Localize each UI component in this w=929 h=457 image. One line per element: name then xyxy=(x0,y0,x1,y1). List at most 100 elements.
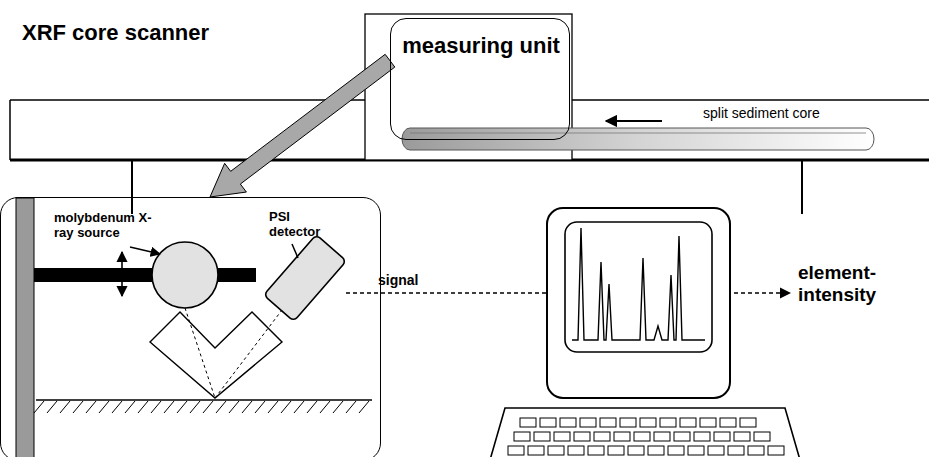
hatch-stroke xyxy=(216,401,226,413)
xray-source-symbol xyxy=(152,242,218,308)
output-arrow xyxy=(734,292,790,294)
key xyxy=(734,432,750,441)
key xyxy=(634,432,650,441)
hatch-stroke xyxy=(307,401,317,413)
unit-label: measuring unit xyxy=(391,33,571,58)
key xyxy=(694,432,710,441)
incident-beam xyxy=(185,308,215,398)
key xyxy=(548,446,564,455)
hatch-stroke xyxy=(164,401,174,413)
key xyxy=(568,446,584,455)
key xyxy=(748,446,764,455)
hatch-stroke xyxy=(47,401,57,413)
detector-leader xyxy=(292,244,298,258)
key xyxy=(508,446,524,455)
key xyxy=(754,432,770,441)
detail-panel: molybdenum X-ray source PSI detector xyxy=(0,197,381,457)
keyboard-keys xyxy=(508,418,784,455)
key xyxy=(528,446,544,455)
key xyxy=(654,432,670,441)
key xyxy=(628,446,644,455)
signal-label: signal xyxy=(378,272,418,288)
hatch-stroke xyxy=(125,401,135,413)
key xyxy=(620,418,636,427)
signal-line xyxy=(346,292,546,294)
monitor xyxy=(547,208,730,398)
key xyxy=(588,446,604,455)
key xyxy=(608,446,624,455)
key xyxy=(560,418,576,427)
key xyxy=(708,446,724,455)
key xyxy=(668,446,684,455)
key xyxy=(740,418,756,427)
key xyxy=(700,418,716,427)
source-label: molybdenum X-ray source xyxy=(54,211,158,241)
vertical-motion-arrow xyxy=(121,252,123,296)
key xyxy=(580,418,596,427)
hatch-stroke xyxy=(34,401,44,413)
key xyxy=(720,418,736,427)
hatch-stroke xyxy=(190,401,200,413)
hatch-stroke xyxy=(242,401,252,413)
key xyxy=(534,432,550,441)
core-label: split sediment core xyxy=(703,105,820,121)
key xyxy=(674,432,690,441)
core-split-face xyxy=(410,133,866,134)
horizontal-arm xyxy=(34,268,256,282)
hatch-stroke xyxy=(255,401,265,413)
source-leader xyxy=(130,247,160,254)
hatch-stroke xyxy=(281,401,291,413)
key xyxy=(540,418,556,427)
hatch-stroke xyxy=(268,401,278,413)
output-label: element-intensity xyxy=(798,262,903,306)
key xyxy=(648,446,664,455)
key xyxy=(728,446,744,455)
hatch-stroke xyxy=(99,401,109,413)
diagram-title: XRF core scanner xyxy=(22,20,209,45)
key xyxy=(688,446,704,455)
hatch-stroke xyxy=(86,401,96,413)
key xyxy=(714,432,730,441)
sample-surface xyxy=(36,399,372,401)
hatch-stroke xyxy=(112,401,122,413)
key xyxy=(640,418,656,427)
hatch-stroke xyxy=(73,401,83,413)
hatch-stroke xyxy=(320,401,330,413)
collimator xyxy=(150,312,282,398)
key xyxy=(520,418,536,427)
monitor-screen xyxy=(565,222,712,352)
hatch-stroke xyxy=(138,401,148,413)
hatch-stroke xyxy=(60,401,70,413)
vertical-rail xyxy=(16,198,34,457)
key xyxy=(554,432,570,441)
key xyxy=(594,432,610,441)
emitted-beam xyxy=(215,310,282,398)
hatch-stroke xyxy=(151,401,161,413)
core-direction-arrow xyxy=(606,120,662,122)
key xyxy=(680,418,696,427)
detector-label: PSI detector xyxy=(269,210,339,240)
key xyxy=(600,418,616,427)
hatch-stroke xyxy=(203,401,213,413)
hatch-stroke xyxy=(359,401,369,413)
key xyxy=(514,432,530,441)
measuring-unit-box: measuring unit xyxy=(390,18,570,140)
key xyxy=(660,418,676,427)
hatch-stroke xyxy=(333,401,343,413)
surface-hatching xyxy=(34,401,369,413)
key xyxy=(768,446,784,455)
pointer-arrow xyxy=(210,54,395,197)
hatch-stroke xyxy=(346,401,356,413)
sediment-core xyxy=(402,128,874,150)
detector-symbol xyxy=(264,235,347,322)
keyboard xyxy=(490,408,800,457)
key xyxy=(614,432,630,441)
hatch-stroke xyxy=(294,401,304,413)
key xyxy=(574,432,590,441)
hatch-stroke xyxy=(177,401,187,413)
hatch-stroke xyxy=(229,401,239,413)
